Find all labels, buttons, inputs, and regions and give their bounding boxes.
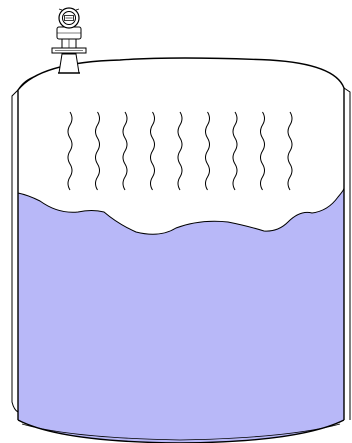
heat-wave-icon: [261, 112, 265, 190]
tank-outline: [18, 58, 344, 420]
transmitter-horn: [59, 54, 79, 73]
heat-wave-icon: [178, 112, 182, 190]
level-transmitter-icon: [52, 8, 86, 73]
tank-bottom: [18, 420, 344, 443]
heat-wave-icon: [206, 112, 210, 190]
heat-wave-icon: [288, 112, 292, 190]
heat-wave-icon: [68, 112, 72, 190]
tank-right-edge-shadow: [344, 88, 350, 420]
heat-wave-icon: [151, 112, 155, 190]
tank-left-edge-shadow: [12, 90, 18, 412]
heat-wave-icon: [123, 112, 127, 190]
tank-roof-inner-line: [18, 76, 36, 90]
liquid-surface: [18, 188, 344, 234]
liquid-fill: [18, 188, 344, 443]
heat-wave-icon: [96, 112, 100, 190]
tank-bottom-inner: [22, 424, 340, 440]
vapor-waves: [68, 112, 292, 190]
heat-wave-icon: [233, 112, 237, 190]
